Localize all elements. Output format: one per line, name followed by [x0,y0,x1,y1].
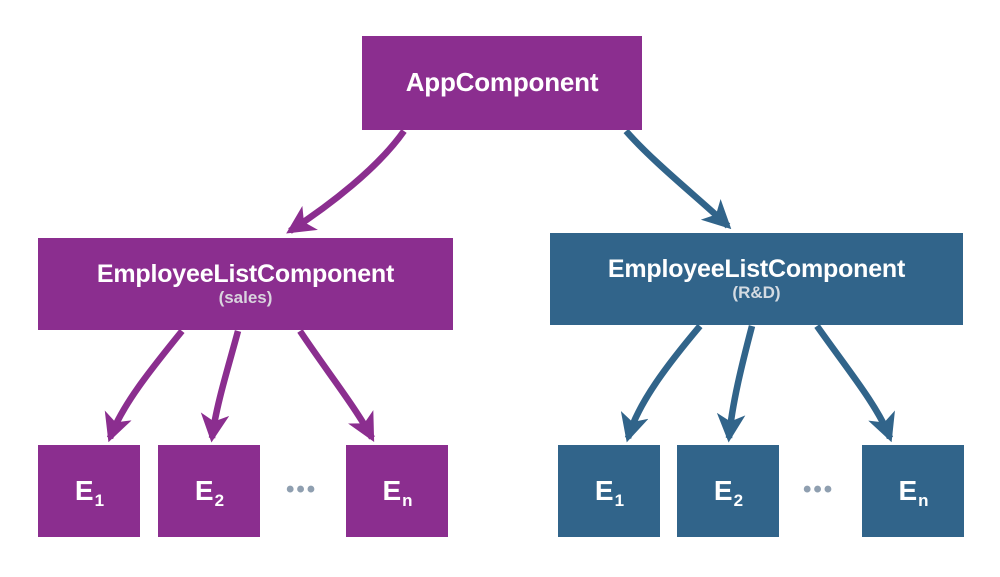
node-employee-leaf-rd-1-label: E1 [594,475,625,510]
node-employee-list-component-sales[interactable]: EmployeeListComponent (sales) [38,238,453,330]
edge-sales-to-leaf-2 [200,330,242,443]
node-app-component[interactable]: AppComponent [362,36,642,130]
node-employee-leaf-sales-n-label: En [382,475,413,510]
node-employee-list-component-sales-label: EmployeeListComponent [96,259,395,288]
node-employee-leaf-sales-2-label: E2 [194,475,225,510]
edge-sales-to-leaf-1 [104,328,185,443]
ellipsis-sales: ••• [286,476,318,503]
node-app-component-label: AppComponent [405,67,599,98]
node-employee-list-component-sales-sublabel: (sales) [218,287,273,307]
ellipsis-rd: ••• [803,476,835,503]
node-employee-leaf-rd-n-label: En [898,475,929,510]
edge-app-to-sales [286,129,407,234]
node-employee-list-component-rd[interactable]: EmployeeListComponent (R&D) [550,233,963,325]
node-employee-leaf-sales-1-label: E1 [74,475,105,510]
node-employee-list-component-rd-sublabel: (R&D) [732,282,781,302]
edge-sales-to-leaf-n [297,329,375,443]
edge-rd-to-leaf-2 [716,325,756,443]
node-employee-leaf-sales-1[interactable]: E1 [38,445,140,537]
node-employee-leaf-rd-2[interactable]: E2 [677,445,779,537]
edge-rd-to-leaf-n [814,324,895,443]
node-employee-leaf-sales-2[interactable]: E2 [158,445,260,537]
node-employee-leaf-rd-2-label: E2 [713,475,744,510]
node-employee-leaf-rd-1[interactable]: E1 [558,445,660,537]
node-employee-leaf-rd-n[interactable]: En [862,445,964,537]
node-employee-leaf-sales-n[interactable]: En [346,445,448,537]
node-employee-list-component-rd-label: EmployeeListComponent [607,254,906,283]
edge-rd-to-leaf-1 [620,323,703,443]
edge-app-to-rd [623,128,732,230]
